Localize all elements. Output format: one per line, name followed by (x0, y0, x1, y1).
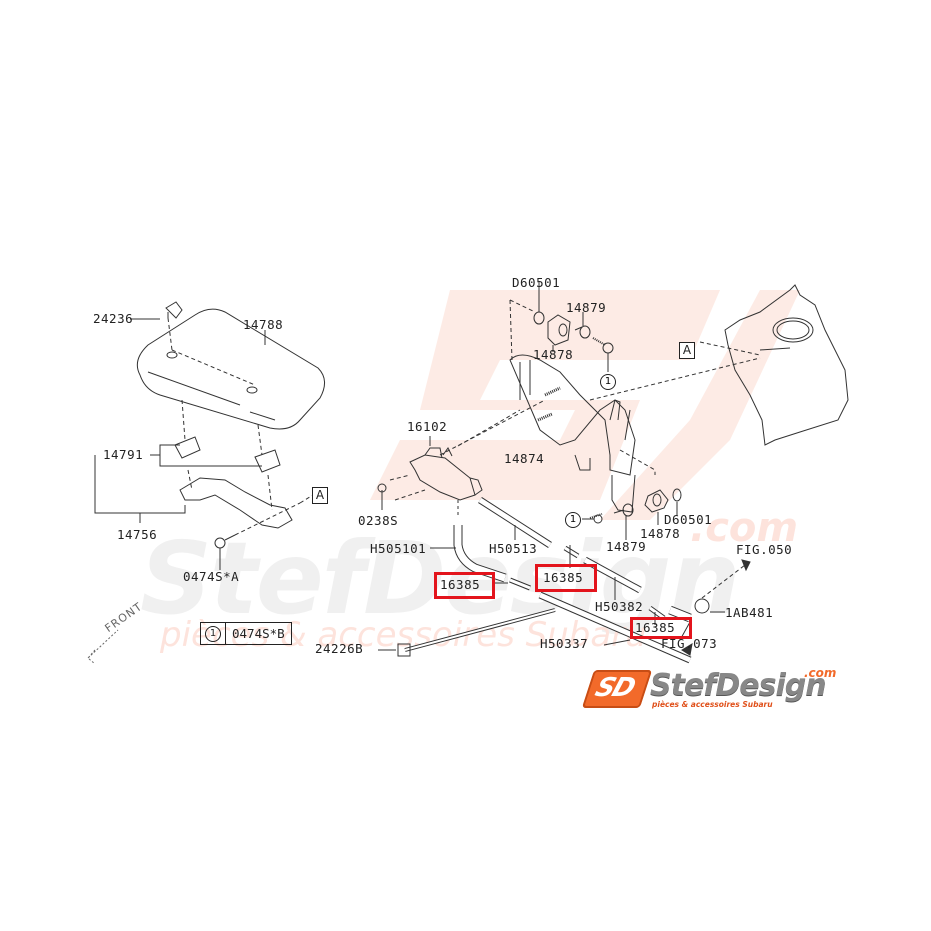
part-label-14791: 14791 (103, 447, 144, 462)
part-label-16102: 16102 (407, 419, 448, 434)
part-label-fig050: FIG.050 (736, 542, 793, 557)
part-label-14879-bottom: 14879 (606, 539, 647, 554)
part-label-h50513: H50513 (489, 541, 538, 556)
part-label-16385-c: 16385 (635, 620, 676, 635)
part-label-0474S-A: 0474S*A (183, 569, 240, 584)
part-label-24226b: 24226B (315, 641, 364, 656)
part-label-16385-b: 16385 (543, 570, 584, 585)
part-label-14879-top: 14879 (566, 300, 607, 315)
part-label-h505101: H505101 (370, 541, 427, 556)
part-label-h50382: H50382 (595, 599, 644, 614)
callout-circle-1-bottom: 1 (565, 512, 581, 528)
cover-panel-14788 (136, 308, 325, 430)
highlight-box-16385-c (630, 617, 692, 639)
part-label-14874: 14874 (504, 451, 545, 466)
logo-tagline: pièces & accessoires Subaru (652, 700, 773, 709)
ref-box-a-left: A (312, 487, 328, 504)
stefdesign-logo: SD StefDesign .com pièces & accessoires … (581, 666, 848, 712)
part-label-24236: 24236 (93, 311, 134, 326)
part-label-h50337: H50337 (540, 636, 589, 651)
part-label-14788: 14788 (243, 317, 284, 332)
part-label-0238S: 0238S (358, 513, 399, 528)
legend-part: 0474S*B (232, 626, 285, 641)
ref-box-a-right: A (679, 342, 695, 359)
legend-box: 1 0474S*B (200, 622, 292, 645)
watermark-tagline: pièces & accessoires Subaru (160, 615, 647, 655)
part-label-d60501-bottom: D60501 (664, 512, 713, 527)
callout-circle-1-top: 1 (600, 374, 616, 390)
part-label-16385-a: 16385 (440, 577, 481, 592)
part-label-d60501-top: D60501 (512, 275, 561, 290)
highlight-box-16385-a (434, 572, 495, 599)
legend-symbol: 1 (205, 625, 221, 642)
part-label-14756: 14756 (117, 527, 158, 542)
part-label-1ab481: 1AB481 (725, 605, 774, 620)
part-label-14878-bottom: 14878 (640, 526, 681, 541)
highlight-box-16385-b (535, 564, 597, 592)
part-label-14878-top: 14878 (533, 347, 574, 362)
logo-name: StefDesign (650, 668, 827, 703)
logo-domain: .com (804, 666, 837, 680)
part-label-fig073: FIG.073 (661, 636, 718, 651)
logo-mark-icon: SD (581, 670, 653, 708)
watermark-domain: .com (690, 505, 799, 551)
